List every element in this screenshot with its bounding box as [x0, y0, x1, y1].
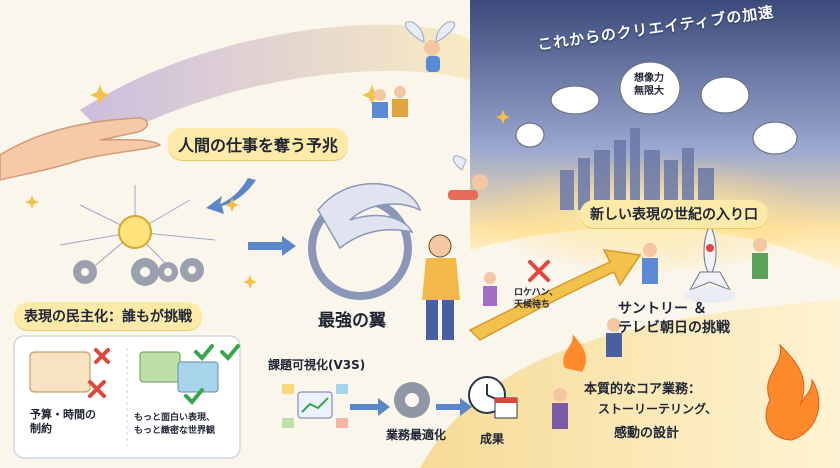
fire-big: [765, 343, 820, 441]
section-storytelling: ストーリーテリング、: [598, 402, 718, 416]
fire-small: [563, 334, 587, 372]
arrow-to-result: [436, 398, 472, 416]
people-working: [372, 86, 768, 429]
person-with-ring: [422, 234, 460, 340]
lightbulb-center: [118, 215, 152, 249]
arrow-to-wings: [248, 236, 296, 256]
v3s-dashboard: [282, 384, 348, 428]
budget-film: [29, 351, 91, 393]
wing-ring: [308, 183, 422, 300]
gears: [73, 258, 204, 286]
angel-top: [404, 21, 456, 72]
section-democratize: 表現の民主化：誰もが挑戦: [14, 302, 202, 330]
constraint-better-expression: もっと面白い表現、 もっと緻密な世界観: [134, 413, 216, 436]
idea-arc: [80, 24, 470, 140]
arrow-omen-to-democratize: [206, 178, 256, 214]
section-omen: 人間の仕事を奪う予兆: [168, 128, 349, 160]
location-wait-label: ロケハン、 天候待ち: [514, 288, 559, 310]
road: [420, 300, 840, 468]
rocket: [684, 223, 736, 303]
section-wings: 最強の翼: [318, 311, 386, 331]
angel-middle: [448, 155, 488, 200]
clock-calendar: [468, 376, 518, 419]
city-skyline: [560, 128, 714, 210]
check-marks: [184, 344, 240, 405]
arrow-to-optimization: [350, 398, 390, 416]
growth-arrow: [468, 249, 642, 341]
hand: [0, 117, 162, 181]
sparkles: [25, 85, 510, 289]
section-new-era: 新しい表現の世紀の入り口: [580, 200, 768, 228]
optimization-gear: [394, 382, 430, 418]
section-result: 成果: [480, 432, 505, 446]
thought-bubbles: [515, 61, 798, 155]
constraint-budget-time: 予算・時間の 制約: [30, 408, 96, 436]
section-optimization: 業務最適化: [386, 428, 447, 442]
section-visualization: 課題可視化(V3S): [268, 358, 366, 372]
section-core-business: 本質的なコア業務：: [584, 382, 702, 397]
section-challenge: サントリー ＆ テレビ朝日の挑戦: [618, 301, 730, 336]
bubble-imagination: 想像力 無限大: [634, 73, 664, 97]
section-emotion-design: 感動の設計: [614, 426, 680, 441]
